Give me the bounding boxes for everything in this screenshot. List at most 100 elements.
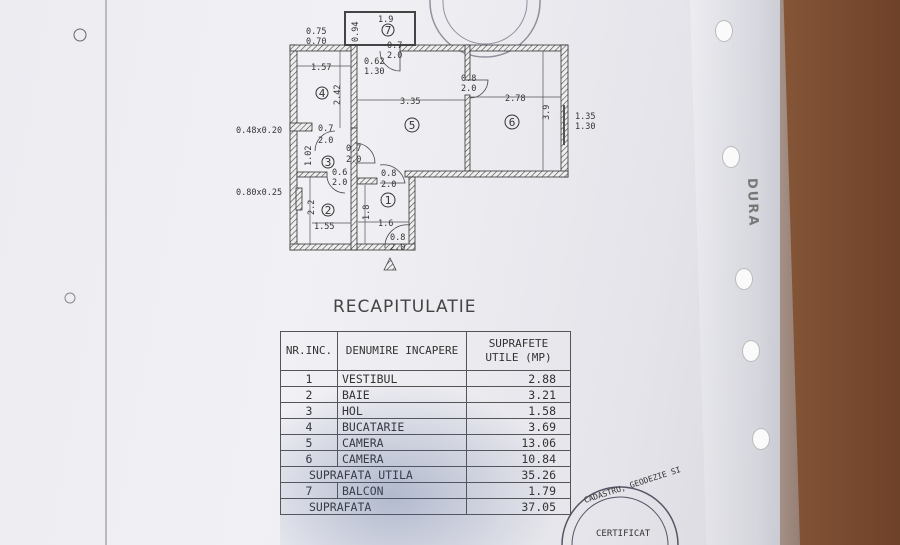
sleeve-brand: DURA xyxy=(743,177,761,228)
row-nr: 6 xyxy=(280,450,338,467)
svg-text:2.0: 2.0 xyxy=(318,136,333,146)
row-name: VESTIBUL xyxy=(337,370,467,387)
row-nr: 4 xyxy=(280,418,338,435)
row-area: 3.69 xyxy=(466,418,571,435)
useful-total-label: SUPRAFATA UTILA xyxy=(280,466,467,483)
svg-text:2.42: 2.42 xyxy=(333,85,343,105)
svg-text:0.70: 0.70 xyxy=(306,37,326,47)
room-5-label: 5 xyxy=(409,119,416,132)
total-label: SUPRAFATA xyxy=(280,498,467,515)
svg-text:0.7: 0.7 xyxy=(346,144,361,154)
svg-text:2.0: 2.0 xyxy=(332,178,347,188)
walls xyxy=(289,44,569,251)
dimension-labels: 1.9 0.94 0.75 0.70 0.7 2.0 0.62 1.30 1.5… xyxy=(236,15,595,253)
sleeve-hole xyxy=(752,428,770,450)
svg-text:2.2: 2.2 xyxy=(307,200,317,215)
balcony-outline xyxy=(344,11,416,46)
dimension-lines xyxy=(297,51,565,244)
svg-text:3.35: 3.35 xyxy=(400,97,420,107)
svg-text:1.30: 1.30 xyxy=(364,67,384,77)
svg-text:0.8: 0.8 xyxy=(461,74,476,84)
row-area: 1.58 xyxy=(466,402,571,419)
svg-text:1.02: 1.02 xyxy=(304,146,314,166)
row-name: HOL xyxy=(337,402,467,419)
svg-text:0.80x0.25: 0.80x0.25 xyxy=(236,188,282,198)
room-7-label: 7 xyxy=(385,24,392,37)
room-numbers: 7 4 5 6 3 2 1 xyxy=(315,23,520,217)
svg-text:CERTIFICAT: CERTIFICAT xyxy=(596,529,651,539)
room-4-label: 4 xyxy=(319,87,326,100)
room-2-label: 2 xyxy=(325,204,332,217)
summary-title: RECAPITULATIE xyxy=(333,297,477,317)
table-header: NR.INC. DENUMIRE INCAPERE SUPRAFETE UTIL… xyxy=(280,331,571,371)
row-name: CAMERA xyxy=(337,450,467,467)
row-name: BUCATARIE xyxy=(337,418,467,435)
svg-text:2.0: 2.0 xyxy=(390,243,405,253)
door-swings xyxy=(314,50,489,271)
row-area: 3.21 xyxy=(466,386,571,403)
row-area: 1.79 xyxy=(466,482,571,499)
top-stamp xyxy=(429,0,541,58)
svg-text:1.8: 1.8 xyxy=(362,205,372,220)
svg-text:1.30: 1.30 xyxy=(575,122,595,132)
punch-hole xyxy=(73,28,87,42)
svg-text:0.94: 0.94 xyxy=(351,22,361,42)
svg-text:0.6: 0.6 xyxy=(332,168,347,178)
svg-text:1.9: 1.9 xyxy=(378,15,393,25)
punch-hole xyxy=(64,292,76,304)
sleeve-hole xyxy=(735,268,753,290)
row-nr: 5 xyxy=(280,434,338,451)
room-1-label: 1 xyxy=(385,194,392,207)
row-nr: 3 xyxy=(280,402,338,419)
svg-text:2.78: 2.78 xyxy=(505,94,525,104)
svg-text:2.0: 2.0 xyxy=(381,180,396,190)
sleeve-hole xyxy=(742,340,760,362)
svg-text:3.9: 3.9 xyxy=(542,105,552,120)
page-edge xyxy=(105,0,107,545)
summary-table: NR.INC. DENUMIRE INCAPERE SUPRAFETE UTIL… xyxy=(280,331,571,515)
certification-stamp: CADASTRU, GEODEZIE SI CERTIFICAT xyxy=(561,465,682,545)
svg-text:0.7: 0.7 xyxy=(387,41,402,51)
svg-text:2.0: 2.0 xyxy=(346,155,361,165)
row-area: 10.84 xyxy=(466,450,571,467)
row-name: BAIE xyxy=(337,386,467,403)
svg-text:0.62: 0.62 xyxy=(364,57,384,67)
useful-total-value: 35.26 xyxy=(466,466,571,483)
header-name: DENUMIRE INCAPERE xyxy=(337,331,467,371)
row-nr: 2 xyxy=(280,386,338,403)
svg-text:0.75: 0.75 xyxy=(306,27,326,37)
svg-text:0.48x0.20: 0.48x0.20 xyxy=(236,126,282,136)
room-3-label: 3 xyxy=(325,156,332,169)
header-area: SUPRAFETE UTILE (MP) xyxy=(466,331,571,371)
svg-text:1.57: 1.57 xyxy=(311,63,331,73)
row-area: 13.06 xyxy=(466,434,571,451)
svg-text:0.8: 0.8 xyxy=(390,233,405,243)
svg-text:1.35: 1.35 xyxy=(575,112,595,122)
svg-text:0.8: 0.8 xyxy=(381,169,396,179)
room-6-label: 6 xyxy=(509,116,516,129)
svg-text:0.7: 0.7 xyxy=(318,124,333,134)
row-nr: 1 xyxy=(280,370,338,387)
total-value: 37.05 xyxy=(466,498,571,515)
svg-text:2.0: 2.0 xyxy=(461,84,476,94)
sleeve-hole xyxy=(722,146,740,168)
svg-text:2.0: 2.0 xyxy=(387,51,402,61)
row-nr: 7 xyxy=(280,482,338,499)
svg-text:1.6: 1.6 xyxy=(378,219,393,229)
svg-text:1.55: 1.55 xyxy=(314,222,334,232)
row-name: BALCON xyxy=(337,482,467,499)
header-nr: NR.INC. xyxy=(280,331,338,371)
sleeve-hole xyxy=(715,20,733,42)
row-name: CAMERA xyxy=(337,434,467,451)
